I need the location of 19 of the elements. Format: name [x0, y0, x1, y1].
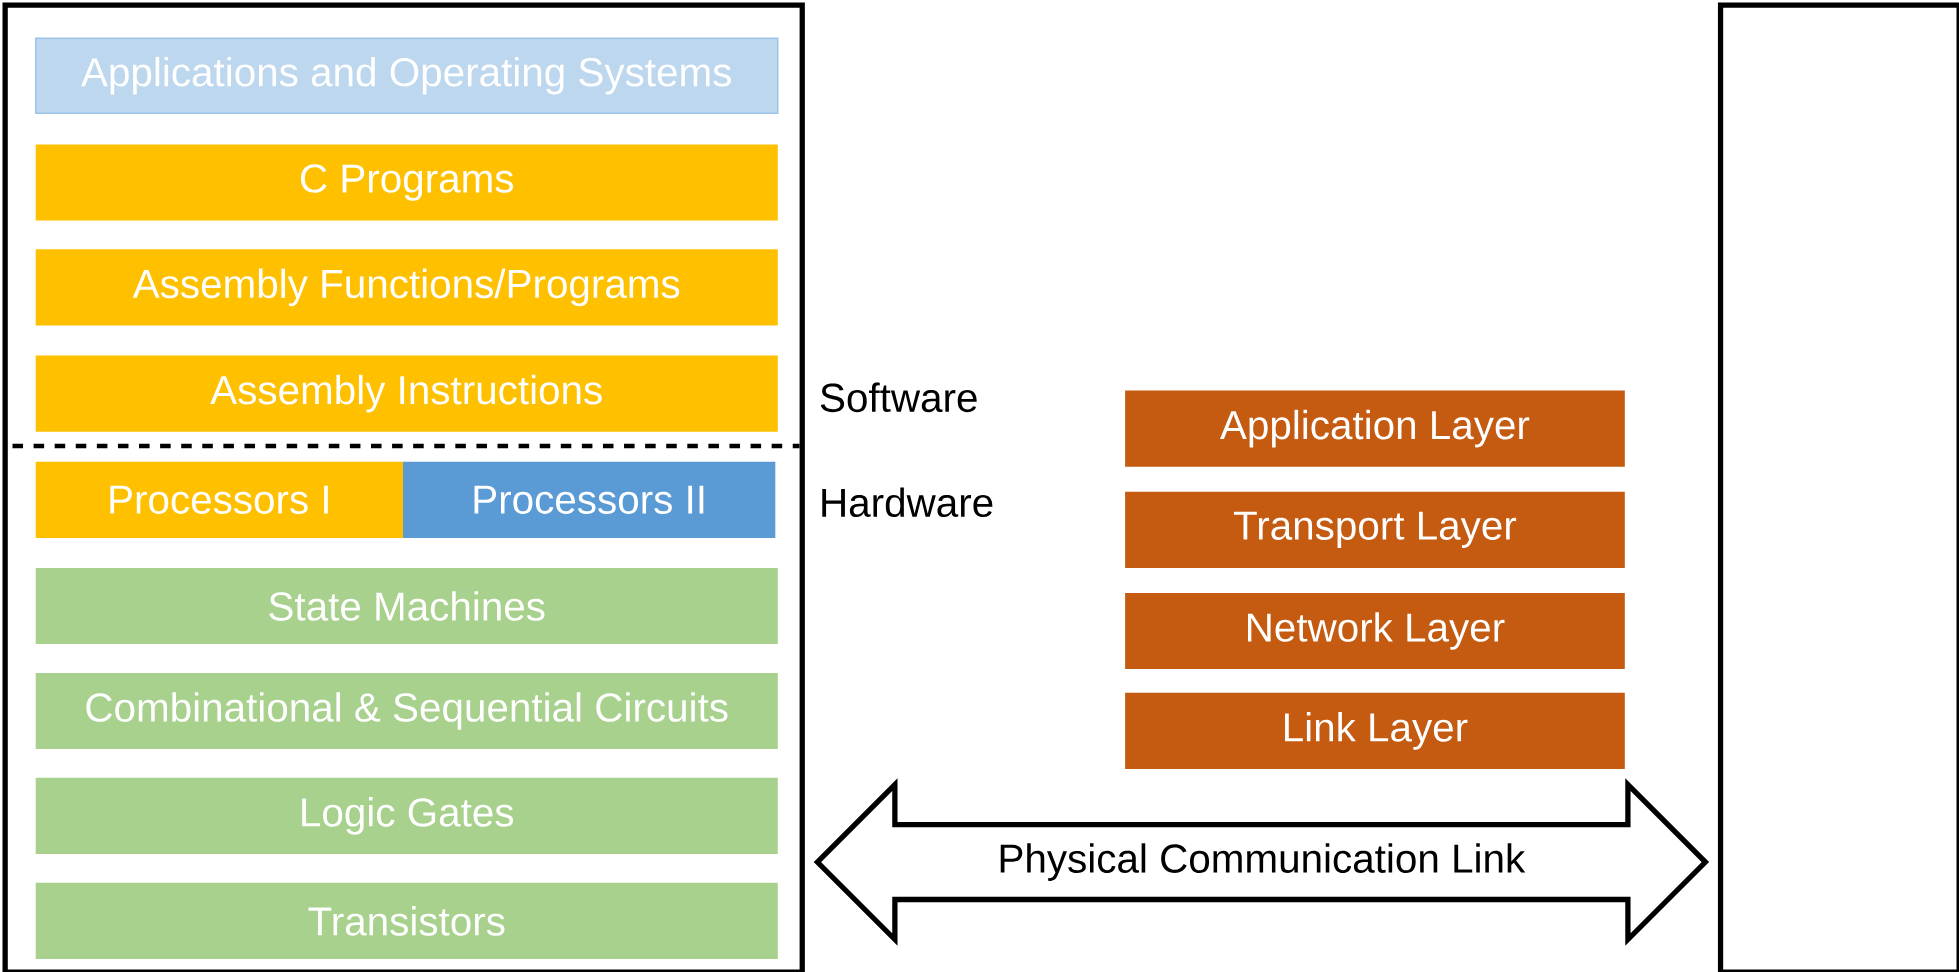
layer-box: Processors I [35, 461, 403, 538]
outline-box [2, 2, 805, 972]
layer-box: Link Layer [1125, 692, 1625, 769]
layer-box: Transport Layer [1125, 491, 1625, 568]
layer-box: Application Layer [1125, 390, 1625, 467]
layer-box: State Machines [35, 567, 778, 645]
layer-box: Transistors [35, 882, 778, 959]
section-label: Software [820, 382, 977, 413]
layer-box: Assembly Instructions [35, 355, 778, 432]
outline-box [1717, 2, 1959, 972]
layer-box: Combinational & Sequential Circuits [35, 672, 778, 750]
layer-box: Network Layer [1125, 592, 1625, 670]
edge-label: Physical Communication Link [993, 839, 1529, 885]
layer-box: Applications and Operating Systems [35, 37, 779, 114]
layer-box: Assembly Functions/Programs [35, 249, 778, 326]
section-label: Hardware [822, 487, 993, 518]
layer-box: Logic Gates [35, 777, 778, 854]
layer-box: C Programs [35, 144, 778, 221]
layer-box: Processors II [403, 461, 776, 538]
